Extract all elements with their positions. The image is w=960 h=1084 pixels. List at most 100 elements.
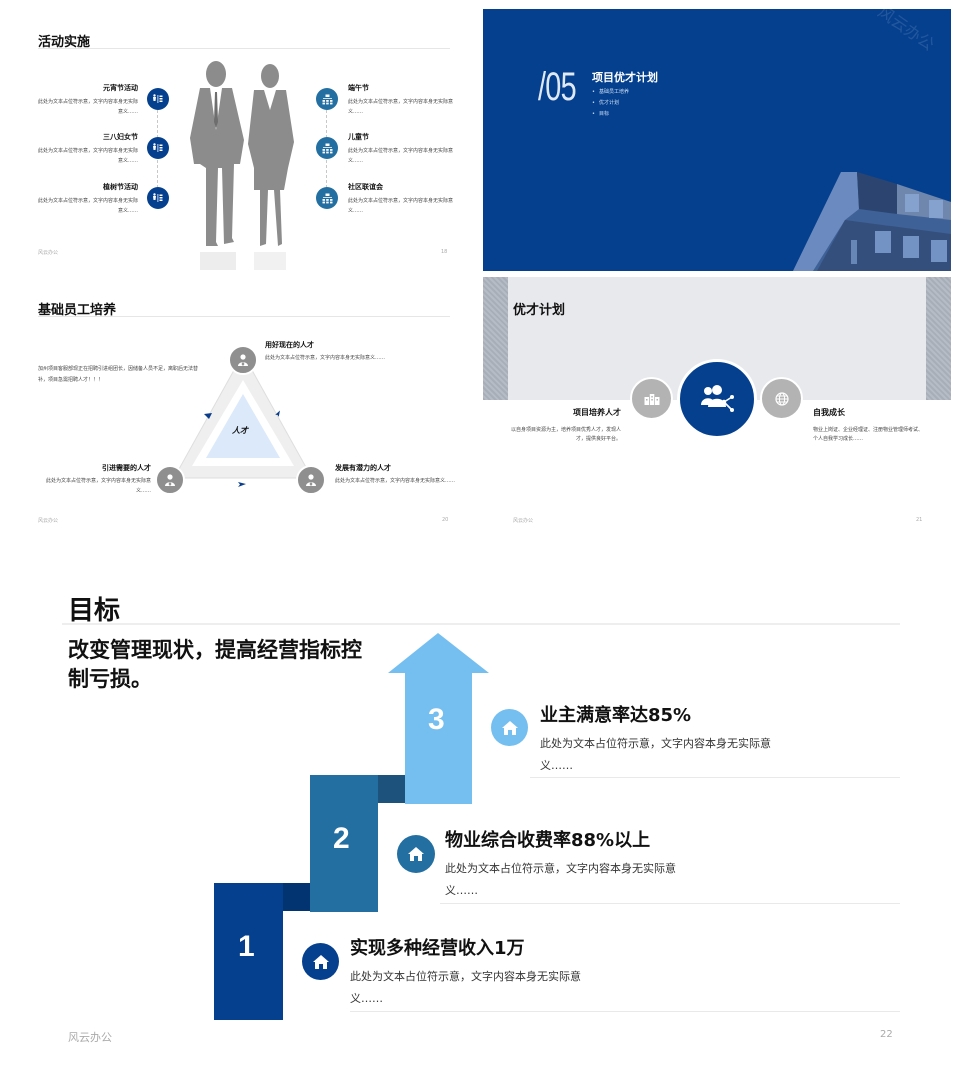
page-number: 22 xyxy=(880,1029,893,1040)
decor-stripe xyxy=(483,277,508,400)
title-divider xyxy=(38,316,450,317)
section-number: /05 xyxy=(538,65,577,109)
activity-name: 植树节活动 xyxy=(103,183,138,191)
agenda-item: 优才计划 xyxy=(592,98,629,109)
organization-icon xyxy=(316,137,338,159)
activity-item: 元宵节活动 此处为文本占位符示意，文字内容本身无实际意义…… xyxy=(38,83,138,117)
footer-brand: 风云办公 xyxy=(38,250,59,256)
node-label: 引进需要的人才 此处为文本占位符示意，文字内容本身无实际意义…… xyxy=(38,463,151,496)
team-share-icon xyxy=(677,359,757,439)
goal-divider xyxy=(440,903,900,904)
step-arrow-3 xyxy=(388,633,489,804)
step-joint xyxy=(378,775,405,803)
home-icon xyxy=(491,709,528,746)
slide-title: 活动实施 xyxy=(38,35,91,50)
goal-divider xyxy=(350,1011,900,1012)
slide-title: 基础员工培养 xyxy=(38,303,117,318)
intro-text: 加州项目客服部现正在招聘引进组团长，因储备人员不足，离职后无法替补，项目急需招聘… xyxy=(38,366,199,383)
restroom-icon xyxy=(147,187,169,209)
node-desc: 此处为文本占位符示意，文字内容本身无实际意义…… xyxy=(335,478,456,484)
slide-section-cover: 风云办公 /05 项目优才计划 基础员工培养 优才计划 目标 xyxy=(483,9,951,271)
activity-desc: 此处为文本占位符示意，文字内容本身无实际意义…… xyxy=(38,99,139,115)
activity-desc: 此处为文本占位符示意，文字内容本身无实际意义…… xyxy=(348,198,454,214)
node-desc: 此处为文本占位符示意，文字内容本身无实际意义…… xyxy=(265,355,386,361)
step-block-1 xyxy=(214,883,283,1020)
restroom-icon xyxy=(147,88,169,110)
step-number: 2 xyxy=(333,822,350,855)
agenda-item: 目标 xyxy=(592,109,629,120)
plan-item-desc: 以自身项目资源为主，培养项目优秀人才，发现人才，提供良好平台。 xyxy=(510,427,621,442)
footer-brand: 风云办公 xyxy=(38,518,59,524)
center-label: 人才 xyxy=(232,426,248,435)
activity-desc: 此处为文本占位符示意，文字内容本身无实际意义…… xyxy=(38,148,139,164)
node-name: 引进需要的人才 xyxy=(102,464,151,472)
plan-item-right: 自我成长 物业上岗证、企业经理证、注册物业管理师考试、个人自我学习成长…… xyxy=(813,407,925,444)
organization-icon xyxy=(316,187,338,209)
goal-subtitle: 改变管理现状，提高经营指标控制亏损。 xyxy=(68,638,362,691)
globe-icon xyxy=(760,377,803,420)
slide-goals: 目标 改变管理现状，提高经营指标控制亏损。 1 2 3 业主满意率达85% 此处… xyxy=(0,560,960,1084)
slide-title: 目标 xyxy=(68,596,121,626)
node-label: 用好现在的人才 此处为文本占位符示意，文字内容本身无实际意义…… xyxy=(265,340,385,363)
decor-stripe xyxy=(926,277,951,400)
goal-title: 业主满意率达85% xyxy=(540,705,692,726)
step-number: 3 xyxy=(428,703,445,736)
step-number: 1 xyxy=(238,930,255,963)
activity-item: 儿童节 此处为文本占位符示意，文字内容本身无实际意义…… xyxy=(348,132,458,166)
activity-name: 三八妇女节 xyxy=(103,133,138,141)
section-agenda: 基础员工培养 优才计划 目标 xyxy=(592,87,629,120)
node-name: 用好现在的人才 xyxy=(265,341,314,349)
goal-desc: 此处为文本占位符示意，文字内容本身无实际意义…… xyxy=(445,862,676,897)
goal-divider xyxy=(530,777,900,778)
slide-talent-plan: 优才计划 项目培养人才 以自身项目资源为主，培养项目优秀人才，发现人才，提供良好… xyxy=(483,277,951,530)
activity-desc: 此处为文本占位符示意，文字内容本身无实际意义…… xyxy=(348,99,454,115)
section-title: 项目优才计划 xyxy=(592,71,658,84)
activity-name: 社区联谊会 xyxy=(348,183,383,191)
restroom-icon xyxy=(147,137,169,159)
business-people-silhouette xyxy=(190,61,294,270)
node-name: 发展有潜力的人才 xyxy=(335,464,391,472)
buildings-icon xyxy=(630,377,673,420)
node-desc: 此处为文本占位符示意，文字内容本身无实际意义…… xyxy=(45,478,151,494)
step-joint xyxy=(283,883,310,911)
slide-title: 优才计划 xyxy=(513,303,566,318)
page-number: 21 xyxy=(916,517,923,523)
node-label: 发展有潜力的人才 此处为文本占位符示意，文字内容本身无实际意义…… xyxy=(335,463,455,486)
activity-desc: 此处为文本占位符示意，文字内容本身无实际意义…… xyxy=(348,148,454,164)
title-divider xyxy=(38,48,450,49)
plan-item-name: 项目培养人才 xyxy=(573,408,621,417)
activity-item: 端午节 此处为文本占位符示意，文字内容本身无实际意义…… xyxy=(348,83,458,117)
organization-icon xyxy=(316,88,338,110)
building-photo xyxy=(793,172,951,271)
activity-item: 社区联谊会 此处为文本占位符示意，文字内容本身无实际意义…… xyxy=(348,182,458,216)
goal-desc: 此处为文本占位符示意，文字内容本身无实际意义…… xyxy=(540,737,771,772)
watermark: 风云办公 xyxy=(874,9,938,55)
person-icon xyxy=(228,345,258,375)
person-icon xyxy=(296,465,326,495)
slide-basic-training: 基础员工培养 加州项目客服部现正在招聘引进组团长，因储备人员不足，离职后无法替补… xyxy=(0,280,475,530)
footer-brand: 风云办公 xyxy=(513,518,534,524)
plan-item-left: 项目培养人才 以自身项目资源为主，培养项目优秀人才，发现人才，提供良好平台。 xyxy=(508,407,621,444)
home-icon xyxy=(397,835,435,873)
goal-desc: 此处为文本占位符示意，文字内容本身无实际意义…… xyxy=(350,970,581,1005)
activity-name: 儿童节 xyxy=(348,133,369,141)
slide-activities: 活动实施 元宵节活动 此处为文本占位符示意，文字内容本身无实际意义…… 三八妇女… xyxy=(0,0,475,270)
home-icon xyxy=(302,943,339,980)
activity-name: 端午节 xyxy=(348,84,369,92)
activity-name: 元宵节活动 xyxy=(103,84,138,92)
plan-item-desc: 物业上岗证、企业经理证、注册物业管理师考试、个人自我学习成长…… xyxy=(813,427,924,442)
agenda-item: 基础员工培养 xyxy=(592,87,629,98)
activity-item: 三八妇女节 此处为文本占位符示意，文字内容本身无实际意义…… xyxy=(38,132,138,166)
step-block-2 xyxy=(310,775,378,912)
activity-item: 植树节活动 此处为文本占位符示意，文字内容本身无实际意义…… xyxy=(38,182,138,216)
page-number: 20 xyxy=(442,517,449,523)
plan-item-name: 自我成长 xyxy=(813,408,845,417)
footer-brand: 风云办公 xyxy=(68,1031,112,1044)
goal-title: 实现多种经营收入1万 xyxy=(350,938,525,959)
title-divider xyxy=(62,623,900,625)
person-icon xyxy=(155,465,185,495)
page-number: 18 xyxy=(441,249,448,255)
goal-title: 物业综合收费率88%以上 xyxy=(445,830,651,851)
talent-cycle-diagram xyxy=(173,352,313,487)
activity-desc: 此处为文本占位符示意，文字内容本身无实际意义…… xyxy=(38,198,139,214)
